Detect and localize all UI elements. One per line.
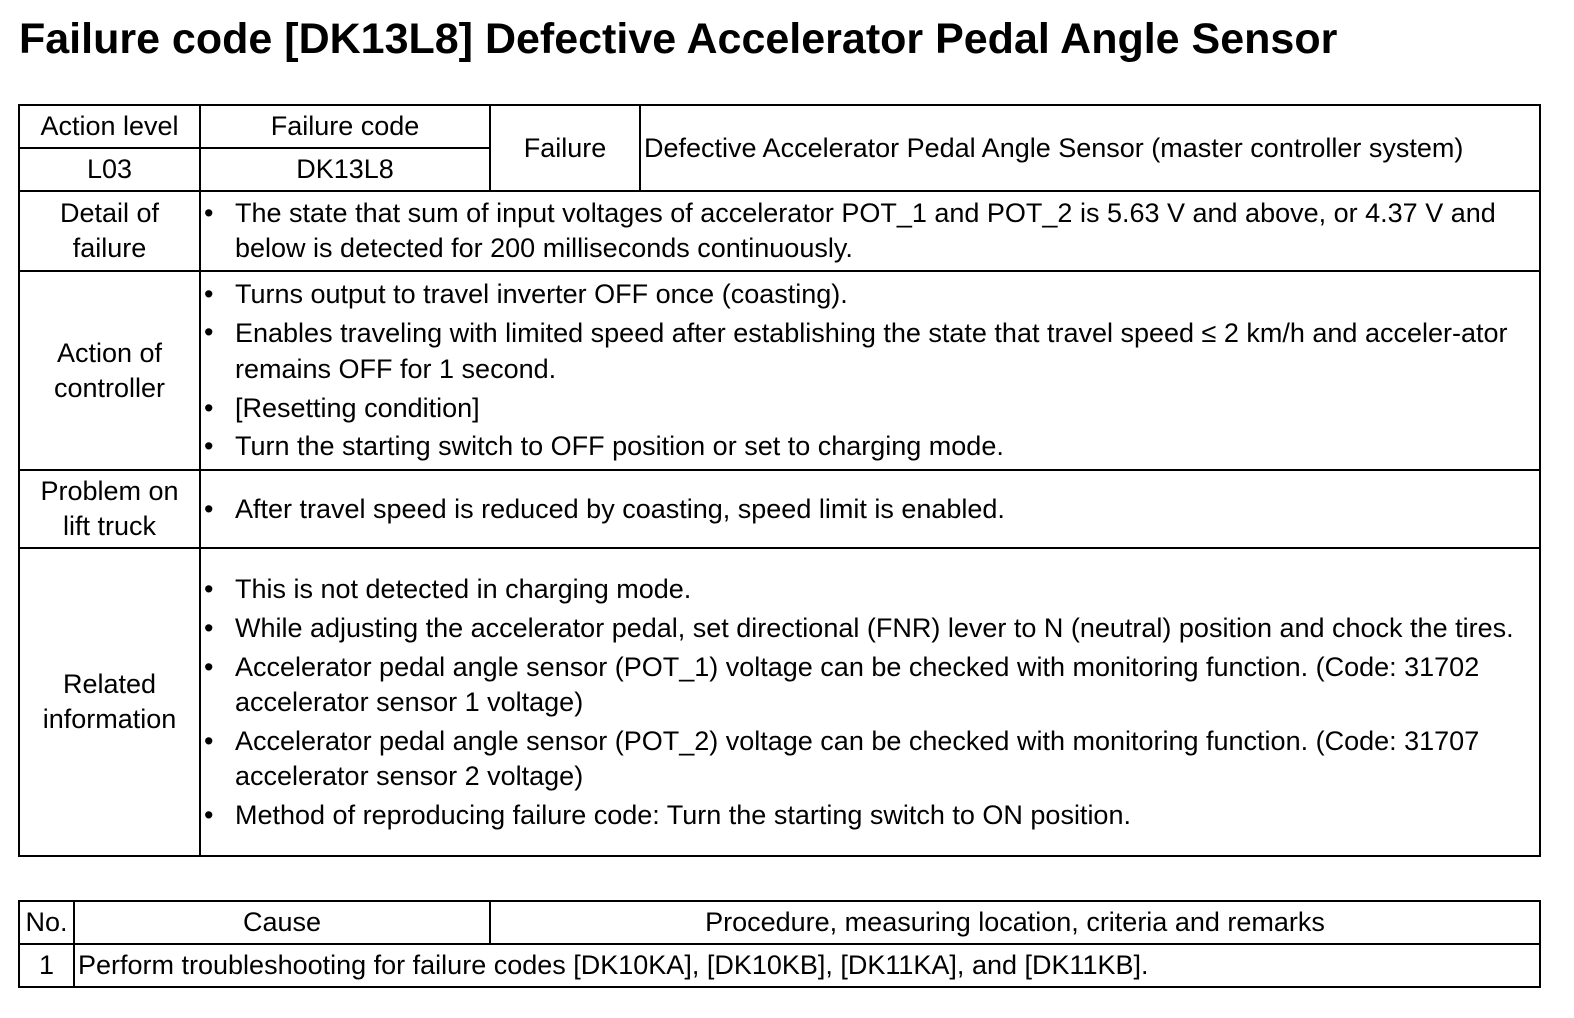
cause-row-no: 1 xyxy=(18,943,75,988)
list-item: After travel speed is reduced by coastin… xyxy=(201,492,1539,527)
procedure-header: Procedure, measuring location, criteria … xyxy=(489,900,1541,945)
detail-of-failure-row: Detail of failure The state that sum of … xyxy=(18,190,1541,272)
failure-label: Failure xyxy=(489,104,641,192)
problem-on-lift-truck-row: Problem on lift truck After travel speed… xyxy=(18,469,1541,549)
cause-header: Cause xyxy=(73,900,491,945)
failure-code-header: Failure code xyxy=(199,104,491,149)
related-information-row: Related information This is not detected… xyxy=(18,547,1541,857)
action-of-controller-row: Action of controller Turns output to tra… xyxy=(18,270,1541,471)
list-item: Turns output to travel inverter OFF once… xyxy=(201,275,1539,314)
detail-of-failure-label: Detail of failure xyxy=(18,190,201,272)
list-item: While adjusting the accelerator pedal, s… xyxy=(201,611,1539,646)
list-item: Method of reproducing failure code: Turn… xyxy=(201,798,1539,833)
table-row: 1 Perform troubleshooting for failure co… xyxy=(18,943,1541,988)
list-item: Accelerator pedal angle sensor (POT_2) v… xyxy=(201,724,1539,794)
list-item: The state that sum of input voltages of … xyxy=(201,196,1539,266)
failure-info-table: Action level Failure code Failure Defect… xyxy=(18,104,1541,857)
action-level-value: L03 xyxy=(18,147,201,192)
failure-code-value: DK13L8 xyxy=(199,147,491,192)
failure-description: Defective Accelerator Pedal Angle Sensor… xyxy=(639,104,1541,192)
list-item: [Resetting condition] xyxy=(201,389,1539,428)
list-item: This is not detected in charging mode. xyxy=(201,572,1539,607)
list-item: Accelerator pedal angle sensor (POT_1) v… xyxy=(201,650,1539,720)
problem-on-lift-truck-label: Problem on lift truck xyxy=(18,469,201,549)
action-of-controller-content: Turns output to travel inverter OFF once… xyxy=(199,270,1541,471)
page-title: Failure code [DK13L8] Defective Accelera… xyxy=(19,15,1338,63)
no-header: No. xyxy=(18,900,75,945)
action-level-header: Action level xyxy=(18,104,201,149)
detail-of-failure-content: The state that sum of input voltages of … xyxy=(199,190,1541,272)
cause-table: No. Cause Procedure, measuring location,… xyxy=(18,900,1541,988)
list-item: Turn the starting switch to OFF position… xyxy=(201,427,1539,466)
cause-table-header-row: No. Cause Procedure, measuring location,… xyxy=(18,900,1541,945)
cause-row-text: Perform troubleshooting for failure code… xyxy=(73,943,1541,988)
problem-on-lift-truck-content: After travel speed is reduced by coastin… xyxy=(199,469,1541,549)
related-information-label: Related information xyxy=(18,547,201,857)
action-of-controller-label: Action of controller xyxy=(18,270,201,471)
list-item: Enables traveling with limited speed aft… xyxy=(201,314,1539,389)
related-information-content: This is not detected in charging mode. W… xyxy=(199,547,1541,857)
